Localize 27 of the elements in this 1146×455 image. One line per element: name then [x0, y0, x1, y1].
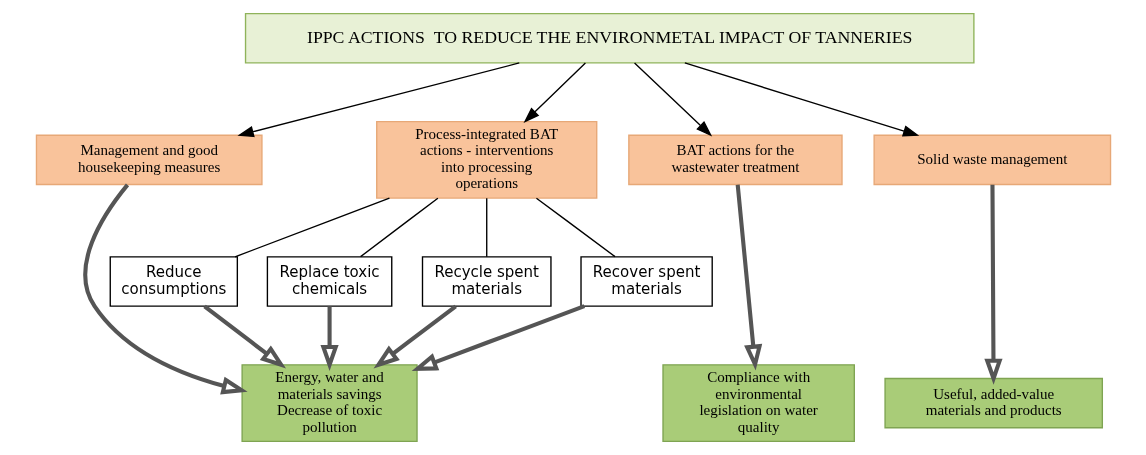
node-box: Compliance with environmental legislation on water quality	[661, 364, 855, 443]
node-box: Recycle spent materials	[421, 256, 552, 307]
arrow	[523, 62, 586, 123]
node-box: BAT actions for the wastewater treatment	[627, 134, 843, 186]
node-box: Useful, added-value materials and products	[883, 377, 1103, 429]
node-box: Management and good housekeeping measures	[35, 134, 263, 186]
node-box: Solid waste management	[872, 134, 1111, 186]
connector	[233, 197, 390, 258]
connector	[485, 197, 487, 258]
arrow	[82, 183, 248, 395]
arrow	[683, 62, 919, 137]
node-box: Energy, water and materials savings Decrease of toxic pollution	[240, 364, 418, 443]
arrow	[319, 306, 339, 371]
arrow	[202, 304, 286, 369]
node-box: IPPC ACTIONS TO REDUCE THE ENVIRONMETAL IMPACT OF TANNERIES	[244, 12, 975, 64]
node-box: Reduce consumptions	[109, 256, 238, 307]
arrow	[373, 304, 457, 369]
arrow	[236, 62, 520, 138]
arrow	[633, 62, 712, 137]
node-box: Process-integrated BAT actions - interventions into processing operations	[375, 120, 597, 199]
arrow	[411, 304, 585, 371]
connector	[359, 197, 439, 258]
node-box: Recover spent materials	[579, 256, 713, 307]
connector	[535, 197, 616, 258]
arrow	[735, 184, 762, 371]
node-box: Replace toxic chemicals	[266, 256, 392, 307]
arrow	[983, 184, 1003, 385]
